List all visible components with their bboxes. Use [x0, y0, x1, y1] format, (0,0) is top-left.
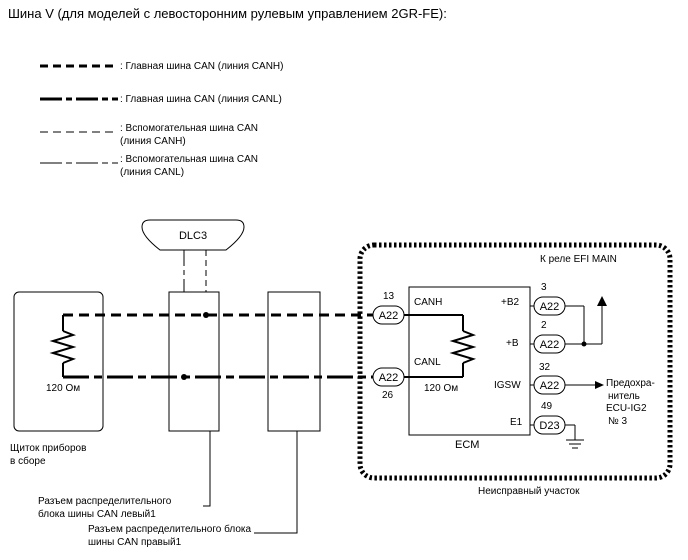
faulty-area-border	[357, 242, 673, 481]
pin-igsw: 32	[539, 362, 551, 373]
ecm-canh-connector-label: A22	[379, 310, 399, 322]
ecm-canl-label: CANL	[414, 357, 441, 368]
dlc3-connector: DLC3	[141, 219, 245, 251]
junction-left-label-2: блока шины CAN левый1	[38, 508, 156, 520]
legend-main-canh-label: : Главная шина CAN (линия CANH)	[120, 61, 283, 72]
ecm-canh-label: CANH	[414, 297, 442, 308]
legend: : Главная шина CAN (линия CANH) : Главна…	[40, 61, 283, 178]
junction-left-leader	[203, 431, 211, 507]
legend-sub-canh-label: : Вспомогательная шина CAN	[120, 123, 258, 134]
fuse-arrow-icon	[595, 381, 604, 389]
ecm-resistor	[449, 330, 477, 364]
pin-e1: 49	[541, 401, 553, 412]
e1-connector-label: D23	[539, 420, 559, 432]
legend-sub-canl-label-2: (линия CANL)	[120, 167, 184, 178]
fuse-label-3: ECU-IG2	[606, 403, 647, 414]
combination-meter: 120 Ом Щиток приборов в сборе	[10, 291, 104, 467]
fuse-label-1: Предохра-	[606, 378, 655, 389]
power-splice-dot	[581, 341, 587, 347]
dlc3-label: DLC3	[179, 230, 207, 242]
pin-b2: 3	[541, 282, 547, 293]
fuse-label-2: нитель	[608, 391, 640, 402]
junction-right-label-2: шины CAN правый1	[88, 537, 182, 548]
relay-label: К реле EFI MAIN	[540, 254, 617, 265]
ecm-resistor-label: 120 Ом	[424, 383, 458, 394]
junction-connector-right	[267, 291, 321, 432]
meter-resistor	[49, 330, 77, 364]
legend-sub-canl-label: : Вспомогательная шина CAN	[120, 154, 258, 165]
meter-label-2: в сборе	[10, 455, 46, 467]
pin-b: 2	[541, 320, 547, 331]
faulty-area-label: Неисправный участок	[478, 486, 580, 497]
junction-right-leader	[254, 431, 298, 534]
dlc3-body	[141, 219, 245, 251]
igsw-connector-label: A22	[540, 380, 560, 392]
legend-sub-canh-label-2: (линия CANH)	[120, 136, 186, 147]
b2-connector-label: A22	[540, 301, 560, 313]
legend-main-canl-label: : Главная шина CAN (линия CANL)	[120, 94, 282, 105]
b-connector-label: A22	[540, 339, 560, 351]
meter-box	[13, 291, 104, 432]
terminal-b2-label: +B2	[501, 297, 520, 308]
canl-splice-dot	[181, 374, 187, 380]
ecm-canl-pin: 26	[382, 390, 394, 401]
terminal-igsw-label: IGSW	[494, 380, 521, 391]
ecm-canh-pin: 13	[383, 291, 395, 302]
ground-icon	[566, 439, 584, 449]
junction-right-label-1: Разъем распределительного блока	[88, 523, 252, 535]
junction-left-label-1: Разъем распределительного	[38, 496, 172, 507]
relay-arrow-icon	[597, 296, 607, 306]
ecm-canl-connector-label: A22	[379, 372, 399, 384]
fuse-label-4: № 3	[608, 416, 628, 427]
diagram-title: Шина V (для моделей с левосторонним руле…	[8, 6, 447, 21]
terminal-b-label: +B	[506, 338, 519, 349]
terminal-e1-label: E1	[510, 417, 523, 428]
canh-splice-dot	[203, 312, 209, 318]
ecm-label: ECM	[455, 439, 479, 451]
meter-label-1: Щиток приборов	[10, 442, 86, 454]
meter-resistor-label: 120 Ом	[46, 383, 80, 394]
junction-connector-left	[168, 291, 220, 432]
